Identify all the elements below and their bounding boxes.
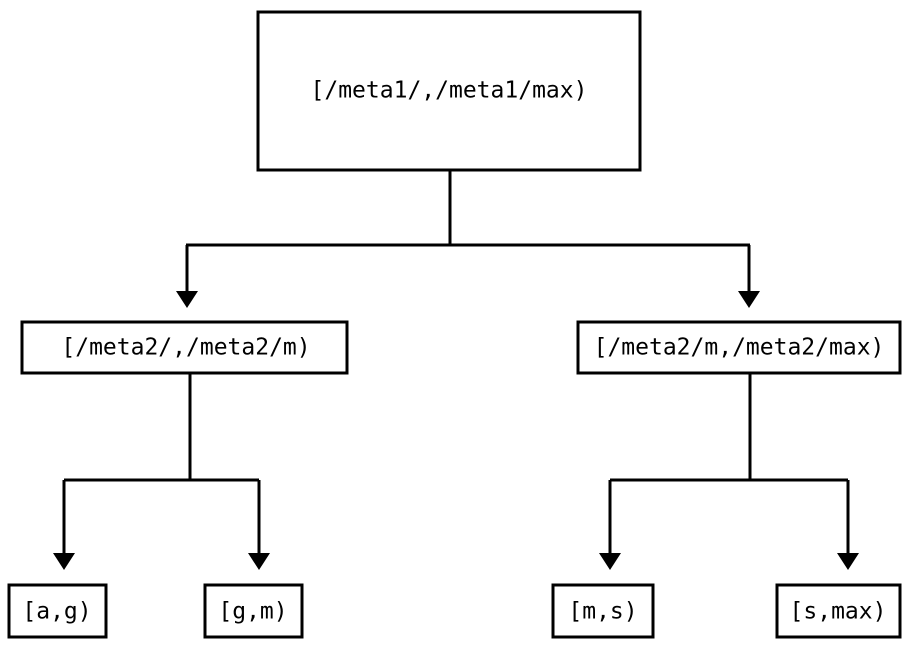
node-label-mid-right: [/meta2/m,/meta2/max) bbox=[594, 335, 885, 361]
nodes-layer: [/meta1/,/meta1/max) [/meta2/,/meta2/m) [/… bbox=[7, 10, 902, 639]
node-box-leaf-a-g[interactable] bbox=[7, 583, 108, 639]
arrow-heads-layer bbox=[53, 291, 859, 570]
tree-node-mid-right[interactable]: [/meta2/m,/meta2/max) bbox=[576, 320, 902, 375]
node-label-leaf-m-s: [m,s) bbox=[568, 599, 637, 625]
node-label-leaf-g-m: [g,m) bbox=[218, 599, 287, 625]
arrow-head-icon bbox=[248, 553, 270, 570]
arrow-head-icon bbox=[599, 553, 621, 570]
node-label-leaf-a-g: [a,g) bbox=[22, 599, 91, 625]
node-box-leaf-m-s[interactable] bbox=[551, 583, 655, 639]
tree-node-leaf-a-g[interactable]: [a,g) bbox=[7, 583, 108, 639]
arrow-head-icon bbox=[176, 291, 198, 308]
tree-node-leaf-m-s[interactable]: [m,s) bbox=[551, 583, 655, 639]
tree-node-root[interactable]: [/meta1/,/meta1/max) bbox=[256, 10, 642, 172]
node-box-leaf-s-max[interactable] bbox=[775, 583, 902, 639]
node-label-root: [/meta1/,/meta1/max) bbox=[311, 78, 588, 104]
node-box-mid-right[interactable] bbox=[576, 320, 902, 375]
node-label-mid-left: [/meta2/,/meta2/m) bbox=[61, 335, 310, 361]
tree-node-mid-left[interactable]: [/meta2/,/meta2/m) bbox=[20, 320, 349, 375]
arrow-head-icon bbox=[53, 553, 75, 570]
node-box-leaf-g-m[interactable] bbox=[203, 583, 304, 639]
tree-node-leaf-s-max[interactable]: [s,max) bbox=[775, 583, 902, 639]
node-box-mid-left[interactable] bbox=[20, 320, 349, 375]
arrow-head-icon bbox=[837, 553, 859, 570]
node-label-leaf-s-max: [s,max) bbox=[790, 599, 887, 625]
node-box-root[interactable] bbox=[256, 10, 642, 172]
edges-layer bbox=[62, 170, 850, 554]
tree-node-leaf-g-m[interactable]: [g,m) bbox=[203, 583, 304, 639]
arrow-head-icon bbox=[738, 291, 760, 308]
